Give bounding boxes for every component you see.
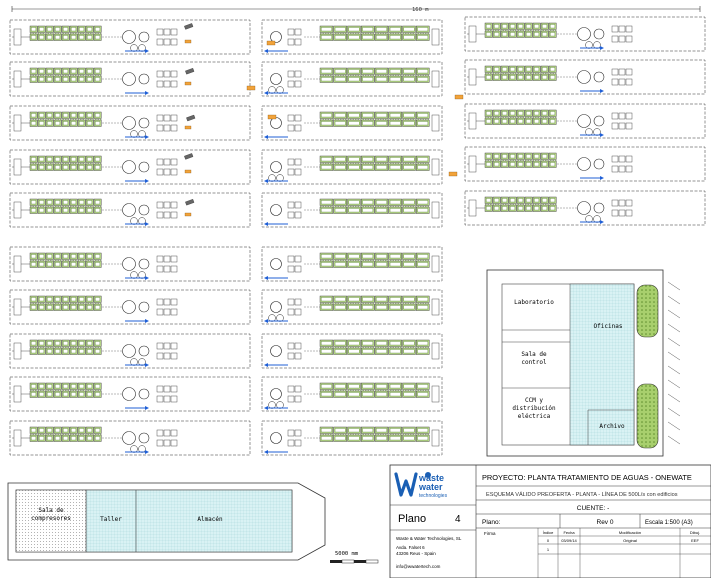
logo-w-icon	[394, 472, 418, 497]
rev-row0-date: 03/09/14	[561, 538, 577, 543]
treatment-line	[464, 59, 706, 95]
treatment-line-mirrored	[261, 19, 443, 55]
treatment-line	[464, 103, 706, 139]
top-dimension-label: 160 m	[412, 7, 429, 13]
treatment-line	[9, 105, 251, 141]
drawing-description: ESQUEMA VÁLIDO PREOFERTA - PLANTA - LÍNE…	[486, 491, 678, 498]
treatment-line	[9, 246, 251, 282]
firma-label: Firma	[484, 531, 496, 536]
pump-icon	[246, 85, 256, 91]
rev-row1-index: 1	[547, 547, 550, 552]
pump-icon	[448, 171, 458, 177]
company-address-2: 43206 Reus - Spain	[396, 551, 436, 556]
rev-table-header-modification: Modificación	[619, 530, 641, 535]
treatment-line-mirrored	[261, 105, 443, 141]
treatment-line-mirrored	[261, 149, 443, 185]
side-hatch-marks	[667, 281, 681, 445]
compressor-room-area	[15, 489, 87, 553]
green-area-top	[636, 284, 659, 338]
room-label-oficinas: Oficinas	[594, 323, 623, 330]
treatment-line	[464, 146, 706, 182]
treatment-line	[9, 333, 251, 369]
rev-table-header-index: Índice	[543, 530, 554, 535]
green-area-bottom	[636, 383, 659, 449]
office-tile-area	[569, 283, 635, 446]
rev-table-header-date: Fecha	[563, 530, 575, 535]
revision-label: Rev 0	[597, 519, 614, 526]
rev-row0-drawn: EEF	[691, 538, 699, 543]
treatment-line	[9, 19, 251, 55]
pump-icon	[267, 114, 277, 120]
project-title: PROYECTO: PLANTA TRATAMIENTO DE AGUAS - …	[482, 473, 692, 482]
company-name: Waste & Water Technologies, SL	[396, 536, 462, 541]
treatment-line-mirrored	[261, 420, 443, 456]
rev-table-header-drawn: Dibuj.	[690, 530, 700, 535]
client-label: CUENTE: -	[577, 505, 610, 512]
room-label-laboratorio: Laboratorio	[514, 299, 554, 306]
title-block: waste water technologies Plano 4 Waste &…	[389, 464, 711, 578]
logo-word-water: water	[418, 482, 443, 492]
company-logo: waste water technologies	[394, 472, 448, 499]
plano-label: Plano:	[482, 519, 501, 526]
treatment-line	[464, 16, 706, 52]
logo-word-waste: waste	[418, 473, 444, 483]
room-label-almacen: Almacén	[197, 516, 223, 523]
scale-bar: 5000 mm	[330, 551, 379, 564]
pump-icon	[266, 40, 276, 46]
logo-word-technologies: technologies	[419, 493, 448, 499]
treatment-line	[9, 420, 251, 456]
treatment-line	[9, 149, 251, 185]
treatment-lines-group	[9, 16, 706, 456]
pump-icon	[454, 94, 464, 100]
scale-bar-label: 5000 mm	[335, 551, 359, 557]
room-label-taller: Taller	[100, 516, 122, 523]
treatment-line	[9, 289, 251, 325]
treatment-line-mirrored	[261, 333, 443, 369]
rev-row0-modification: Original	[623, 538, 637, 543]
scale-label: Escala 1:500 (A3)	[645, 520, 693, 526]
treatment-line	[9, 61, 251, 97]
room-label-archivo: Archivo	[599, 423, 625, 430]
treatment-line-mirrored	[261, 246, 443, 282]
warehouse-tile-area	[85, 489, 293, 553]
treatment-line-mirrored	[261, 376, 443, 412]
treatment-line-mirrored	[261, 61, 443, 97]
plano-big-label: Plano	[398, 513, 426, 525]
treatment-line-mirrored	[261, 289, 443, 325]
plano-big-number: 4	[455, 514, 461, 525]
company-email: info@wwatertech.com	[396, 564, 441, 569]
treatment-line	[9, 376, 251, 412]
rev-row0-index: 0	[547, 538, 550, 543]
treatment-line-mirrored	[261, 192, 443, 228]
treatment-line	[464, 190, 706, 226]
company-address-1: Avda. Falset 6	[396, 545, 425, 550]
treatment-line	[9, 192, 251, 228]
